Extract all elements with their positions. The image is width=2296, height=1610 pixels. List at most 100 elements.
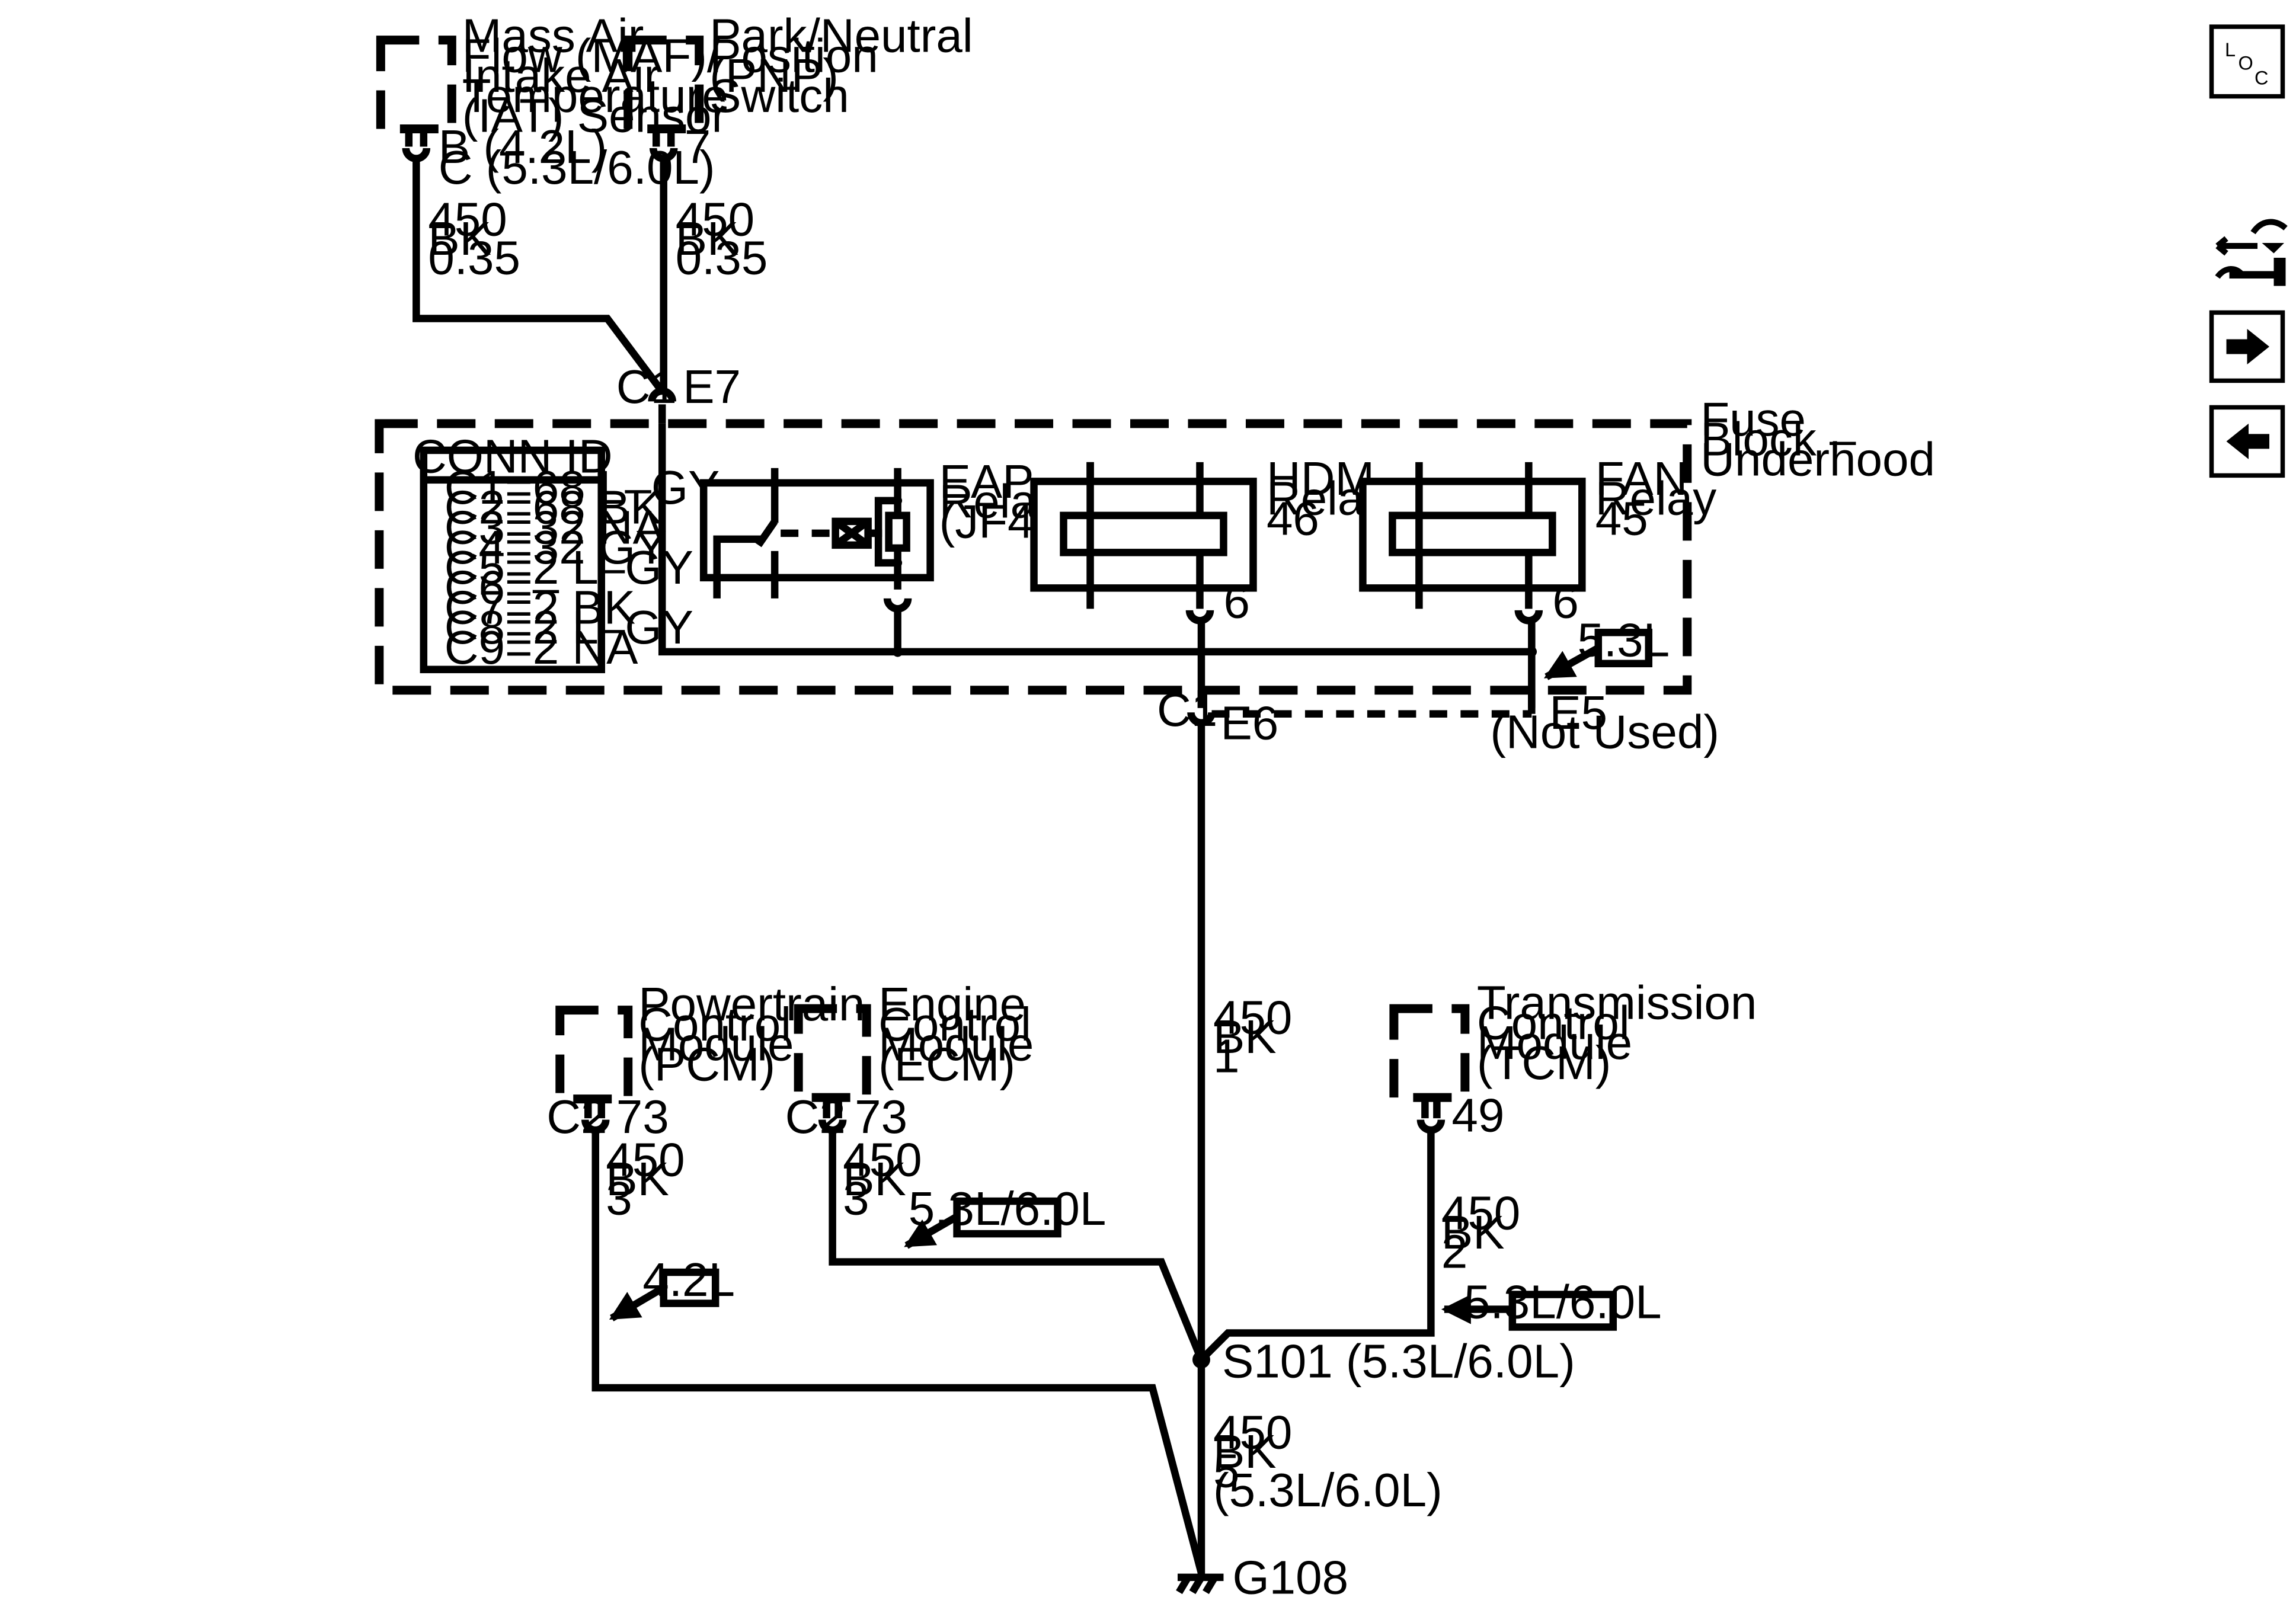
e7-label: E7: [683, 360, 741, 413]
tcm-label-2: Control: [1477, 996, 1630, 1049]
wire-tcm-size: 2: [1441, 1225, 1467, 1278]
conn-id-row: C1=68 L–GY: [445, 461, 720, 514]
tcm-box: [1389, 1004, 1470, 1102]
hdm-relay-label-3: 46: [1267, 492, 1319, 545]
wire-maf: 450 BK 0.35: [412, 158, 664, 392]
wire-ecm-size: 3: [843, 1172, 869, 1225]
wire-tcm-color: BK: [1441, 1206, 1505, 1259]
pcm-label-3: Module: [638, 1018, 794, 1071]
hdm-relay: 6 HDM Relay 46: [1030, 452, 1387, 628]
wire-ground: 450 BK 5 (5.3L/6.0L): [1197, 1359, 1443, 1576]
maf-pin-label-2: C (5.3L/6.0L): [439, 141, 715, 194]
maf-sensor-label-4: Temperature: [462, 69, 728, 122]
wire-pcm: 450 BK 3: [591, 1130, 1205, 1574]
pnp-label-2: Position: [709, 29, 878, 82]
pnp-switch-box: [623, 36, 704, 134]
wire-main-color: BK: [1213, 1010, 1277, 1063]
hdm-pin-label: 6: [1223, 575, 1249, 628]
wire-pnp-size: 0.35: [676, 231, 768, 284]
pnp-connector: 7: [649, 120, 711, 173]
pnp-label-1: Park/Neutral: [709, 9, 973, 62]
pnp-pin-label: 7: [685, 120, 711, 173]
callout-tcm-5-3l-6-0l: 5.3L/6.0L: [1441, 1276, 1662, 1331]
maf-sensor-label-1: Mass Air: [462, 9, 644, 62]
pcm-box: [555, 1006, 633, 1104]
callout-fuse-5-3l: 5.3L: [1543, 613, 1670, 680]
ground-label: G108: [1232, 1551, 1348, 1603]
connector-c1-e7: C1 E7: [616, 360, 741, 424]
wire-main-size: 1: [1213, 1030, 1239, 1083]
tcm-label-3: Module: [1477, 1016, 1632, 1069]
wire-ecm-circuit: 450: [843, 1134, 922, 1186]
eap-relay-label-1: EAP: [939, 455, 1034, 508]
previous-page-button[interactable]: [2209, 405, 2285, 478]
pcm-pin-label: 73: [616, 1090, 669, 1143]
ground-icon: [1176, 1573, 1224, 1595]
connector-e5-not-used: E5 (Not Used): [1211, 686, 1719, 758]
ecm-pin-label: 73: [855, 1090, 907, 1143]
maf-sensor-box: [376, 36, 456, 134]
maf-sensor: Mass Air Flow (MAF)/ Intake Air Temperat…: [376, 9, 728, 142]
ground-g108: G108: [1176, 1551, 1348, 1603]
splice-s101: S101 (5.3L/6.0L): [1192, 1335, 1575, 1388]
fan-pin-label: 6: [1552, 575, 1578, 628]
conn-id-row: C6=–: [445, 561, 559, 614]
tcm-pin-label: 49: [1451, 1089, 1504, 1142]
loc-icon: [2209, 24, 2285, 99]
connector-exchange-icon: [2215, 219, 2288, 286]
conn-id-row: C9=2 NA: [445, 621, 638, 674]
fan-relay-label-2: Relay: [1595, 472, 1716, 525]
ecm-conn-label: C2: [785, 1090, 846, 1143]
wire-pnp-circuit: 450: [676, 193, 754, 245]
conn-id-title: CONN ID: [412, 430, 613, 482]
wire-pcm-color: BK: [606, 1153, 669, 1205]
callout-pcm-4-2l: 4.2L: [609, 1253, 735, 1321]
wire-pcm-size: 3: [606, 1172, 632, 1225]
fuse-block-label-1: Fuse: [1700, 393, 1806, 446]
loc-letter-l: L: [2225, 39, 2236, 60]
fan-relay: 6 FAN Relay 45: [1359, 452, 1716, 628]
c1-bottom-label: C1: [1157, 683, 1217, 736]
tcm-label-1: Transmission: [1477, 977, 1757, 1029]
fan-relay-label-1: FAN: [1595, 452, 1688, 505]
pcm-module: Powertrain Control Module (PCM) C2 73: [546, 978, 865, 1143]
callout-fuse-5-3l-text: 5.3L: [1577, 613, 1670, 666]
wire-ecm: 450 BK 3: [829, 1130, 1205, 1361]
conn-id-table: CONN ID C1=68 L–GY C2=68 BK C3=32 NA C4=…: [412, 430, 720, 673]
wire-tcm: 450 BK 2: [1198, 1130, 1520, 1362]
wire-ground-note: (5.3L/6.0L): [1213, 1464, 1443, 1516]
fuse-block-outline: [375, 419, 1692, 695]
wire-maf-circuit: 450: [428, 193, 507, 245]
e6-label: E6: [1220, 696, 1278, 749]
ecm-label-1: Engine: [878, 978, 1026, 1030]
tcm-label-4: (TCM): [1477, 1036, 1611, 1089]
wire-pnp-color: BK: [676, 212, 739, 265]
callout-tcm-text: 5.3L/6.0L: [1464, 1276, 1662, 1329]
conn-id-row: C5=2 L–GY: [445, 541, 693, 594]
pnp-label-4: Switch: [709, 69, 849, 122]
ecm-label-3: Module: [878, 1018, 1034, 1071]
callout-pcm-text: 4.2L: [642, 1253, 735, 1306]
e5-not-used-label: (Not Used): [1490, 705, 1719, 758]
wire-main-trunk: 450 BK 1: [1197, 722, 1292, 1360]
callout-ecm-5-3l-6-0l: 5.3L/6.0L: [904, 1182, 1106, 1249]
maf-connector: B (4.2L) C (5.3L/6.0L): [402, 120, 715, 194]
arrow-left-icon: [2226, 423, 2270, 459]
loc-letter-c: C: [2255, 68, 2268, 89]
connector-exchange-button[interactable]: [2215, 219, 2288, 286]
wire-pcm-circuit: 450: [606, 1134, 685, 1186]
ecm-label-2: Control: [878, 998, 1031, 1051]
connector-c1-e6: C1 E6: [1157, 683, 1278, 749]
wire-pnp: 450 BK 0.35: [660, 158, 768, 390]
wire-maf-size: 0.35: [428, 231, 520, 284]
pnp-label-3: (PNP): [709, 49, 839, 102]
conn-id-row: C2=68 BK: [445, 481, 662, 534]
loc-button[interactable]: L O C: [2209, 24, 2285, 99]
next-page-button[interactable]: [2209, 310, 2285, 383]
fuse-block-label-3: Underhood: [1700, 433, 1935, 485]
wire-ground-size: 5: [1213, 1444, 1239, 1497]
splice-label: S101 (5.3L/6.0L): [1222, 1335, 1575, 1388]
pcm-label-4: (PCM): [638, 1038, 775, 1090]
conn-id-row: C7=2 BK: [445, 581, 635, 633]
